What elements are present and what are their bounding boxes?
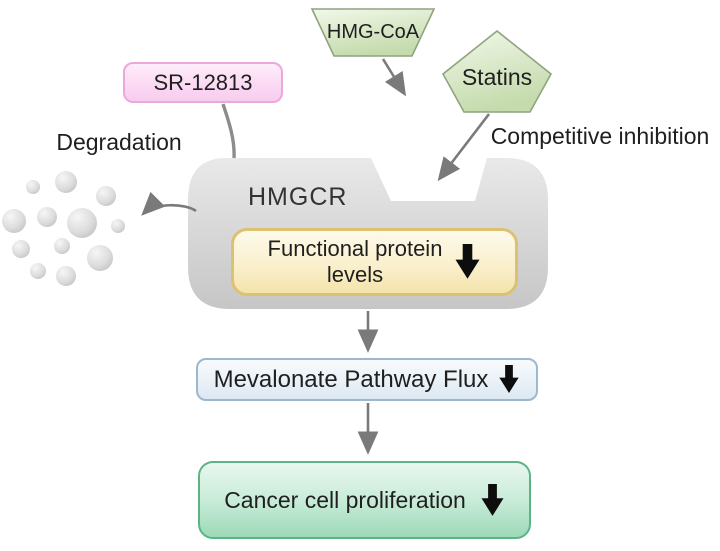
hmg-coa-label: HMG-CoA [326, 21, 420, 43]
cancer-proliferation-label: Cancer cell proliferation [224, 486, 466, 513]
hmgcoa-to-hmgcr-arrow [381, 58, 407, 97]
functional-protein-line1: Functional protein [267, 235, 443, 261]
hmg-coa-shape [310, 8, 436, 57]
degradation-fragments [2, 171, 125, 286]
mevalonate-node: Mevalonate Pathway Flux [196, 358, 538, 401]
decrease-arrow-icon [481, 483, 504, 516]
hmgcr-to-degradation-arrow [141, 191, 197, 216]
hmgcr-label: HMGCR [248, 183, 348, 211]
statins-label: Statins [461, 64, 533, 90]
cancer-proliferation-node: Cancer cell proliferation [198, 461, 531, 539]
statins-shape [441, 29, 553, 113]
sr12813-to-hmgcr-line [221, 103, 236, 159]
mevalonate-label: Mevalonate Pathway Flux [213, 365, 489, 393]
decrease-arrow-icon [455, 244, 480, 279]
decrease-arrow-icon [499, 365, 520, 394]
functional-protein-line2: levels [326, 262, 384, 287]
statins-to-pocket-arrow [437, 113, 491, 182]
sr12813-node: SR-12813 [123, 62, 283, 103]
competitive-inhibition-label: Competitive inhibition [490, 123, 710, 149]
sr12813-label: SR-12813 [153, 69, 253, 95]
degradation-label: Degradation [56, 129, 182, 155]
